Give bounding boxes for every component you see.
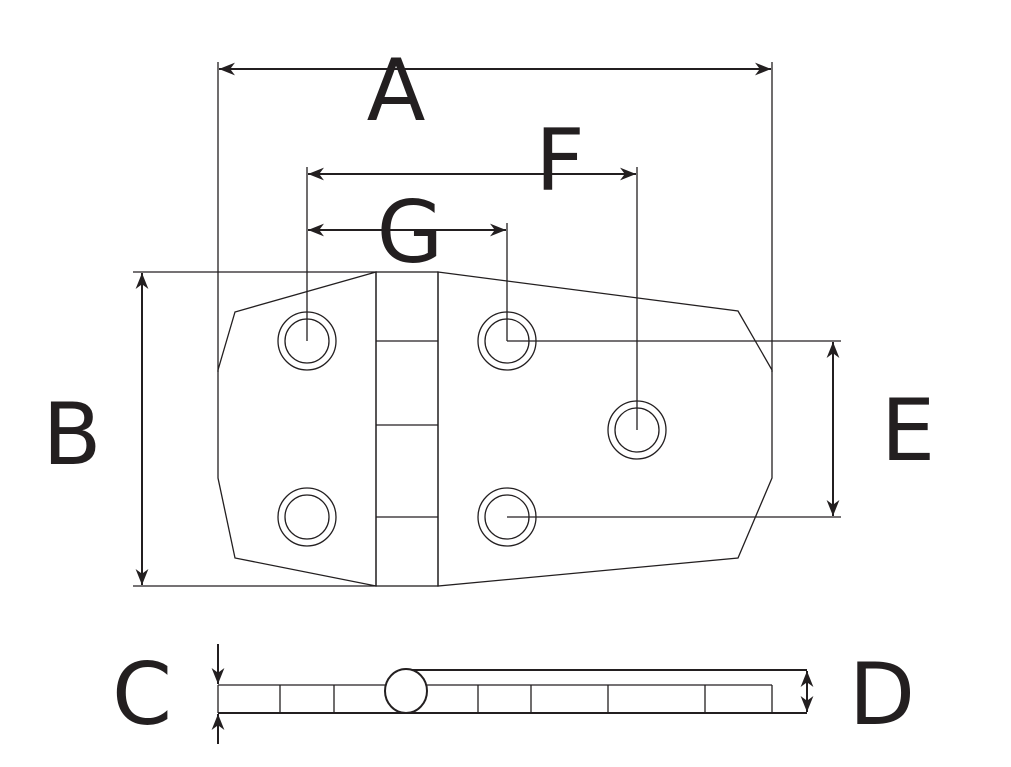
screw-hole [277, 487, 337, 547]
label-b: B [43, 385, 102, 485]
screw-hole [477, 311, 537, 371]
dimension-a: A [217, 41, 773, 372]
screw-hole [607, 400, 667, 460]
dimension-d: D [800, 645, 915, 745]
dimension-f: F [306, 111, 638, 430]
label-c: C [112, 645, 172, 745]
dimension-c: C [112, 644, 225, 745]
screw-hole [277, 311, 337, 371]
label-g: G [377, 183, 444, 283]
label-e: E [881, 381, 935, 481]
label-f: F [535, 111, 584, 211]
label-a: A [367, 41, 426, 141]
knuckle [375, 271, 439, 587]
label-d: D [849, 645, 915, 745]
dimension-b: B [43, 271, 376, 587]
hinge-pin [384, 668, 428, 714]
left-leaf [217, 271, 377, 587]
hinge-side-view [217, 668, 807, 714]
screw-hole [477, 487, 537, 547]
hinge-top-view [217, 271, 773, 587]
dimension-e: E [507, 340, 935, 518]
dimension-g: G [308, 183, 508, 341]
